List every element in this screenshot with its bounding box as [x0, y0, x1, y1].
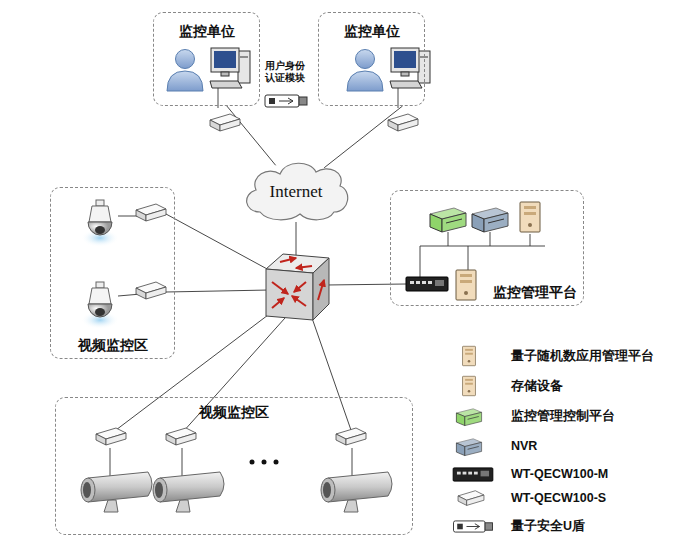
- unit-region: 监控单位: [153, 12, 260, 106]
- region-title: 监控单位: [344, 23, 400, 40]
- legend-text: 存储设备: [511, 379, 563, 394]
- zone-region: 视频监控区: [50, 187, 175, 359]
- region-title: 监控管理平台: [493, 284, 577, 301]
- network-link: [324, 106, 402, 168]
- internet-cloud: Internet: [238, 156, 354, 224]
- cloud-outline: [247, 163, 348, 220]
- region-title: 监控单位: [179, 23, 235, 40]
- legend-text: 监控管理控制平台: [511, 409, 615, 424]
- legend-text: WT-QECW100-S: [511, 491, 606, 506]
- network-link: [227, 106, 276, 165]
- zone-region: 视频监控区: [55, 397, 413, 535]
- link-line: [324, 106, 402, 168]
- region-title: 视频监控区: [199, 404, 269, 421]
- region-title: 视频监控区: [78, 337, 148, 354]
- legend-text: WT-QECW100-M: [511, 467, 608, 482]
- cloud-label: Internet: [270, 182, 323, 202]
- platform-region: 监控管理平台: [390, 190, 584, 306]
- unit-region: 监控单位: [318, 12, 425, 106]
- module-label: 用户身份认证模块: [264, 60, 306, 83]
- link-line: [227, 106, 276, 165]
- legend-text: 量子安全U盾: [511, 519, 585, 534]
- legend-text: 量子随机数应用管理平台: [511, 349, 654, 364]
- legend-text: NVR: [511, 439, 537, 454]
